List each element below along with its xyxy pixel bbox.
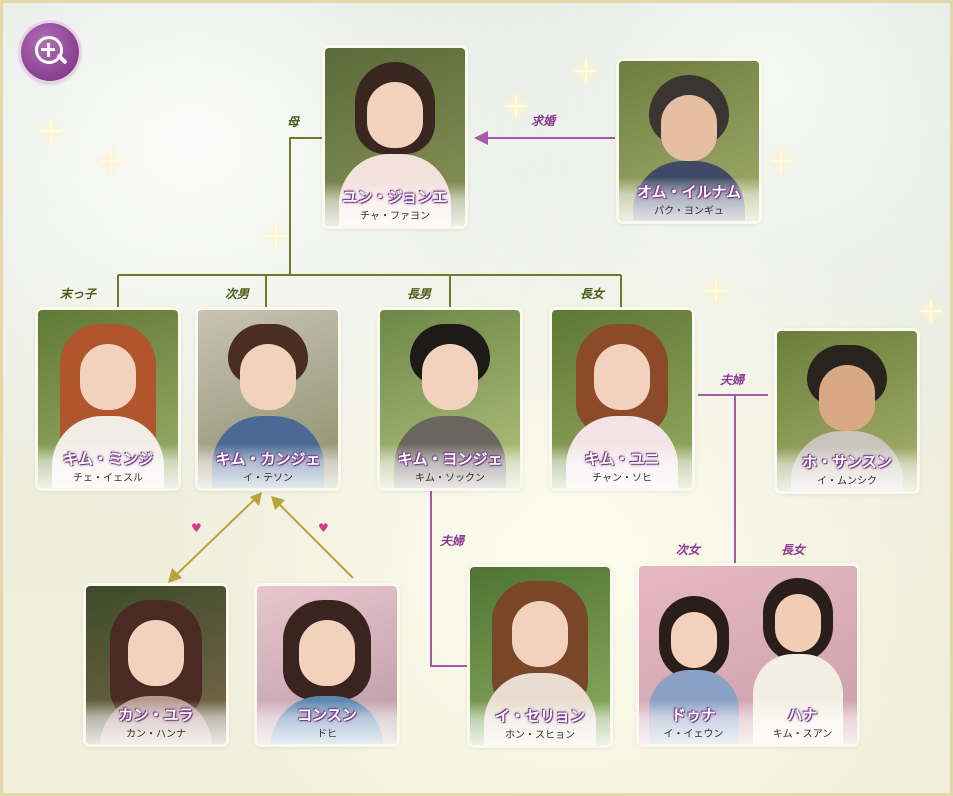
love-arrowhead-yura-up <box>250 492 262 506</box>
heart-icon: ♥ <box>318 521 329 535</box>
role-name: イ・セリョン <box>494 707 585 725</box>
person-card-kim-minji[interactable]: キム・ミンジ チェ・イェスル <box>38 310 178 488</box>
label-mother: 母 <box>287 115 300 129</box>
actor-name: チェ・イェスル <box>73 473 143 484</box>
actor-name: カン・ハンナ <box>126 729 186 740</box>
love-arrowhead-yura-down <box>168 568 182 583</box>
label-eldest-daughter: 長女 <box>580 287 605 301</box>
person-card-yun-jeonge[interactable]: ユン・ジョンエ チャ・ファヨン <box>325 48 465 226</box>
love-arrow-yura <box>175 497 257 576</box>
actor-name: チャン・ソヒ <box>592 473 652 484</box>
role-name: ハナ <box>787 706 818 724</box>
actor-name: イ・ムンシク <box>817 476 877 487</box>
mother-line <box>289 137 325 275</box>
proposal-arrowhead <box>474 131 488 145</box>
actor-name: イ・イェウン <box>663 729 724 740</box>
person-card-kim-yuni[interactable]: キム・ユニ チャン・ソヒ <box>552 310 692 488</box>
couple-yeongje-line <box>430 490 468 667</box>
label-youngest: 末っ子 <box>60 287 97 301</box>
actor-name: チャ・ファヨン <box>360 211 430 222</box>
actor-name: ドヒ <box>317 729 337 740</box>
role-name: オム・イルナム <box>636 183 742 201</box>
person-card-duna-hana[interactable]: ドゥナ イ・イェウン ハナ キム・スアン <box>639 566 857 744</box>
label-second-son: 次男 <box>225 287 250 301</box>
role-name: カン・ユラ <box>118 706 194 724</box>
actor-name: キム・スアン <box>772 729 833 740</box>
role-name: キム・ユニ <box>584 450 660 468</box>
love-arrow-kongsun <box>278 503 354 579</box>
label-couple-yuni: 夫婦 <box>720 373 745 387</box>
role-name: ホ・サンスン <box>802 453 892 471</box>
role-name: ドゥナ <box>670 706 716 724</box>
person-card-ho-sansun[interactable]: ホ・サンスン イ・ムンシク <box>777 331 917 491</box>
person-card-i-seryeon[interactable]: イ・セリョン ホン・スヒョン <box>470 567 610 745</box>
actor-name: イ・テソン <box>243 473 293 484</box>
love-arrowhead-kongsun <box>271 496 285 510</box>
person-card-kongsun[interactable]: コンスン ドヒ <box>257 586 397 744</box>
role-name: キム・カンジェ <box>215 450 321 468</box>
zoom-in-button[interactable] <box>21 23 79 81</box>
actor-name: キム・ソックン <box>415 473 485 484</box>
person-card-kang-yura[interactable]: カン・ユラ カン・ハンナ <box>86 586 226 744</box>
actor-name: パク・ヨンギュ <box>654 206 724 217</box>
role-name: コンスン <box>297 706 357 724</box>
role-name: ユン・ジョンエ <box>342 188 448 206</box>
role-name: キム・ミンジ <box>62 450 153 468</box>
label-couple-yeongje: 夫婦 <box>440 534 465 548</box>
person-card-kim-kangje[interactable]: キム・カンジェ イ・テソン <box>198 310 338 488</box>
heart-icon: ♥ <box>191 521 202 535</box>
role-name: キム・ヨンジェ <box>397 450 503 468</box>
label-second-daughter: 次女 <box>676 543 701 557</box>
label-proposal: 求婚 <box>531 114 556 128</box>
person-card-om-ilnam[interactable]: オム・イルナム パク・ヨンギュ <box>619 61 759 221</box>
person-card-kim-yeongje[interactable]: キム・ヨンジェ キム・ソックン <box>380 310 520 488</box>
label-eldest-daughter-2: 長女 <box>781 543 806 557</box>
label-eldest-son: 長男 <box>407 287 432 301</box>
actor-name: ホン・スヒョン <box>505 730 575 741</box>
